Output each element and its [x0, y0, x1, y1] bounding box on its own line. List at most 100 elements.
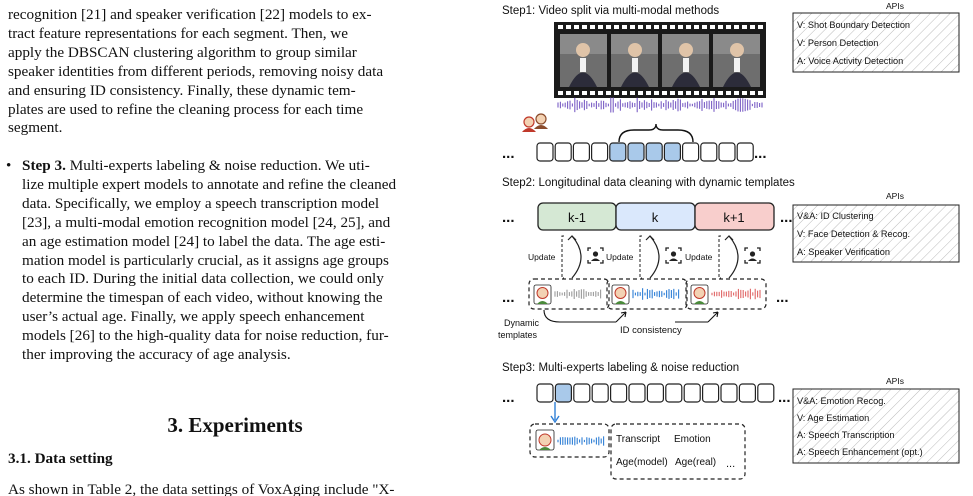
template-box: [606, 278, 688, 310]
segment-cell: [609, 383, 628, 403]
sample-waveform: [557, 436, 605, 446]
update-bracket: [561, 235, 564, 279]
update-label: Update: [606, 252, 634, 262]
segment-cell: [590, 142, 609, 162]
labels-box: [610, 423, 746, 480]
segment-cell: [720, 383, 738, 403]
film-sprocket: [710, 25, 715, 29]
video-frame: [560, 34, 607, 87]
text-line: plates are used to refine the cleaning p…: [8, 100, 364, 118]
ellipsis: ...: [778, 389, 791, 406]
segment-row: [536, 383, 775, 403]
update-label: Update: [528, 252, 556, 262]
segment-cell: [609, 142, 627, 162]
text-line: user’s actual age. Finally, we apply spe…: [22, 308, 365, 326]
film-sprocket: [566, 91, 571, 95]
face-scan-icon: [748, 258, 757, 261]
segment-cell: [665, 383, 683, 403]
segment-cell: [646, 383, 664, 403]
text-line: tract feature representations for each s…: [8, 24, 349, 42]
segment-cell: [738, 383, 756, 403]
film-sprocket: [758, 25, 763, 29]
ellipsis: ...: [726, 458, 735, 470]
film-sprocket: [702, 25, 707, 29]
film-sprocket: [630, 25, 635, 29]
dynamic-templates-row: [528, 278, 767, 310]
consistency-connector: [543, 309, 561, 323]
face-scan-icon: [592, 251, 599, 257]
update-arrow: [728, 235, 739, 279]
film-sprocket: [590, 25, 595, 29]
elder-face-icon: [693, 287, 706, 299]
film-sprocket: [726, 91, 731, 95]
apis-box: [792, 12, 960, 73]
film-sprocket: [726, 25, 731, 29]
api-item: V&A: Emotion Recog.: [797, 396, 886, 406]
segment-label: k+1: [723, 210, 744, 225]
film-sprocket: [622, 91, 627, 95]
segment-cell: [627, 142, 645, 162]
segment-cell: [554, 383, 573, 403]
update-loops: Update Update Update: [528, 235, 761, 279]
api-item: A: Voice Activity Detection: [797, 56, 903, 66]
selected-sample-box: [529, 423, 610, 458]
label-age-real: Age(real): [675, 457, 716, 468]
text-line: to each ID. During the initial data coll…: [22, 270, 384, 288]
film-sprocket: [646, 91, 651, 95]
update-arrow: [571, 235, 582, 279]
label-transcript: Transcript: [616, 434, 660, 445]
film-sprocket: [582, 91, 587, 95]
film-sprocket: [678, 91, 683, 95]
film-sprocket: [702, 91, 707, 95]
film-sprocket: [598, 25, 603, 29]
film-sprocket: [566, 25, 571, 29]
api-item: V&A: ID Clustering: [797, 211, 874, 221]
id-consistency-label: ID consistency: [620, 325, 682, 336]
face-scan-icon: [587, 247, 604, 264]
film-sprocket: [622, 25, 627, 29]
elder-face-icon: [615, 301, 626, 304]
paragraph-step3: Step 3. Multi-experts labeling & noise r…: [22, 157, 466, 365]
film-sprocket: [718, 25, 723, 29]
bullet-marker: •: [6, 157, 12, 174]
segment-cell: [683, 383, 701, 403]
update-arrowhead: [724, 235, 734, 241]
face-scan-icon: [744, 247, 761, 264]
film-sprocket: [614, 25, 619, 29]
film-sprocket: [718, 91, 723, 95]
ellipsis: ...: [754, 145, 767, 162]
film-sprocket: [758, 91, 763, 95]
film-sprocket: [694, 91, 699, 95]
film-sprockets-bottom: [558, 91, 763, 95]
segment-cell: [536, 383, 554, 403]
step1-title: Step1: Video split via multi-modal metho…: [502, 5, 719, 17]
api-item: A: Speaker Verification: [797, 247, 890, 257]
segment-cell: [700, 142, 718, 162]
segment-brace: [618, 123, 694, 143]
update-label: Update: [685, 252, 713, 262]
segment-cell: [572, 142, 591, 162]
text-line: speaker identities from different period…: [8, 62, 384, 80]
paper-text-column: recognition [21] and speaker verificatio…: [0, 0, 470, 496]
speakers-icon: [522, 113, 548, 132]
film-sprocket: [678, 25, 683, 29]
text-line: ther improving the accuracy of age analy…: [22, 346, 291, 364]
segment-k-plus-1: [694, 202, 775, 231]
film-sprocket: [654, 91, 659, 95]
elder-face-icon: [535, 429, 555, 451]
film-sprocket: [734, 91, 739, 95]
film-sprocket: [574, 25, 579, 29]
step3-label: Step 3.: [22, 157, 66, 174]
film-sprocket: [734, 25, 739, 29]
segment-label: k: [652, 210, 659, 225]
ellipsis: ...: [776, 289, 789, 306]
api-item: V: Age Estimation: [797, 413, 869, 423]
film-sprocket: [662, 91, 667, 95]
face-scan-icon: [669, 258, 678, 261]
label-age-model: Age(model): [616, 457, 668, 468]
update-bracket: [718, 235, 721, 279]
dynamic-templates-label: Dynamic: [504, 318, 540, 328]
ellipsis: ...: [502, 209, 515, 226]
text-line: mation model is particularly crucial, as…: [22, 251, 389, 269]
segment-cell: [718, 142, 736, 162]
